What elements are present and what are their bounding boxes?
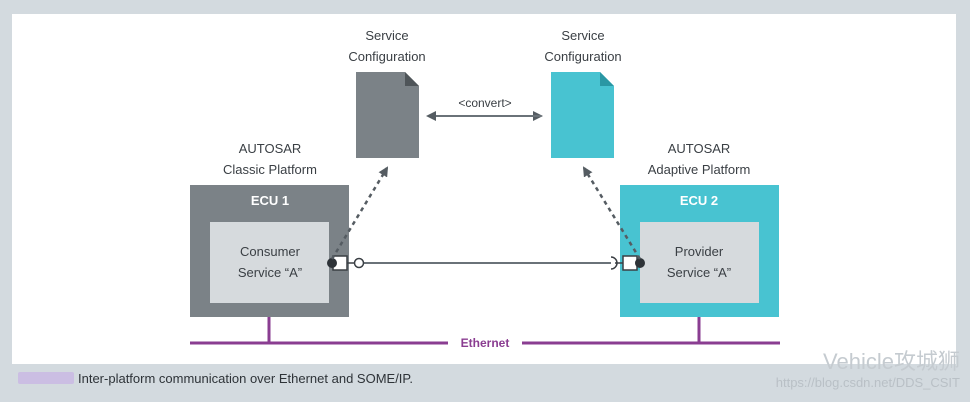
config-left-label-2: Configuration [348,49,425,64]
ethernet-label-bg [448,334,522,352]
config-left-label-1: Service [365,28,408,43]
watermark-title: Vehicle攻城狮 [823,349,960,374]
diagram-panel [12,14,956,364]
consumer-service-box [210,222,329,303]
ethernet-label: Ethernet [461,336,510,350]
consumer-label-1: Consumer [240,244,301,259]
adaptive-label-2: Adaptive Platform [648,162,751,177]
ecu2-title: ECU 2 [680,193,718,208]
watermark-url: https://blog.csdn.net/DDS_CSIT [775,375,960,390]
provider-label-1: Provider [675,244,724,259]
adaptive-label-1: AUTOSAR [668,141,731,156]
figure-tag-icon [18,372,74,384]
config-document-right-icon [551,72,614,158]
provider-config-arrow [582,166,642,260]
figure-caption: Inter-platform communication over Ethern… [18,371,413,386]
consumer-config-arrow [330,166,389,260]
consumer-label-2: Service “A” [238,265,302,280]
classic-label-2: Classic Platform [223,162,317,177]
provider-service-box [640,222,759,303]
ecu1-title: ECU 1 [251,193,289,208]
provider-anchor-dot [635,258,645,268]
config-document-left-icon [356,72,419,158]
provider-label-2: Service “A” [667,265,731,280]
provider-port [622,255,638,271]
config-right-label-1: Service [561,28,604,43]
provided-interface-socket-icon [610,256,618,270]
caption-text: Inter-platform communication over Ethern… [78,371,414,386]
consumer-anchor-dot [327,258,337,268]
convert-label: <convert> [458,96,511,110]
classic-label-1: AUTOSAR [239,141,302,156]
required-interface-icon [353,257,365,269]
config-right-label-2: Configuration [544,49,621,64]
